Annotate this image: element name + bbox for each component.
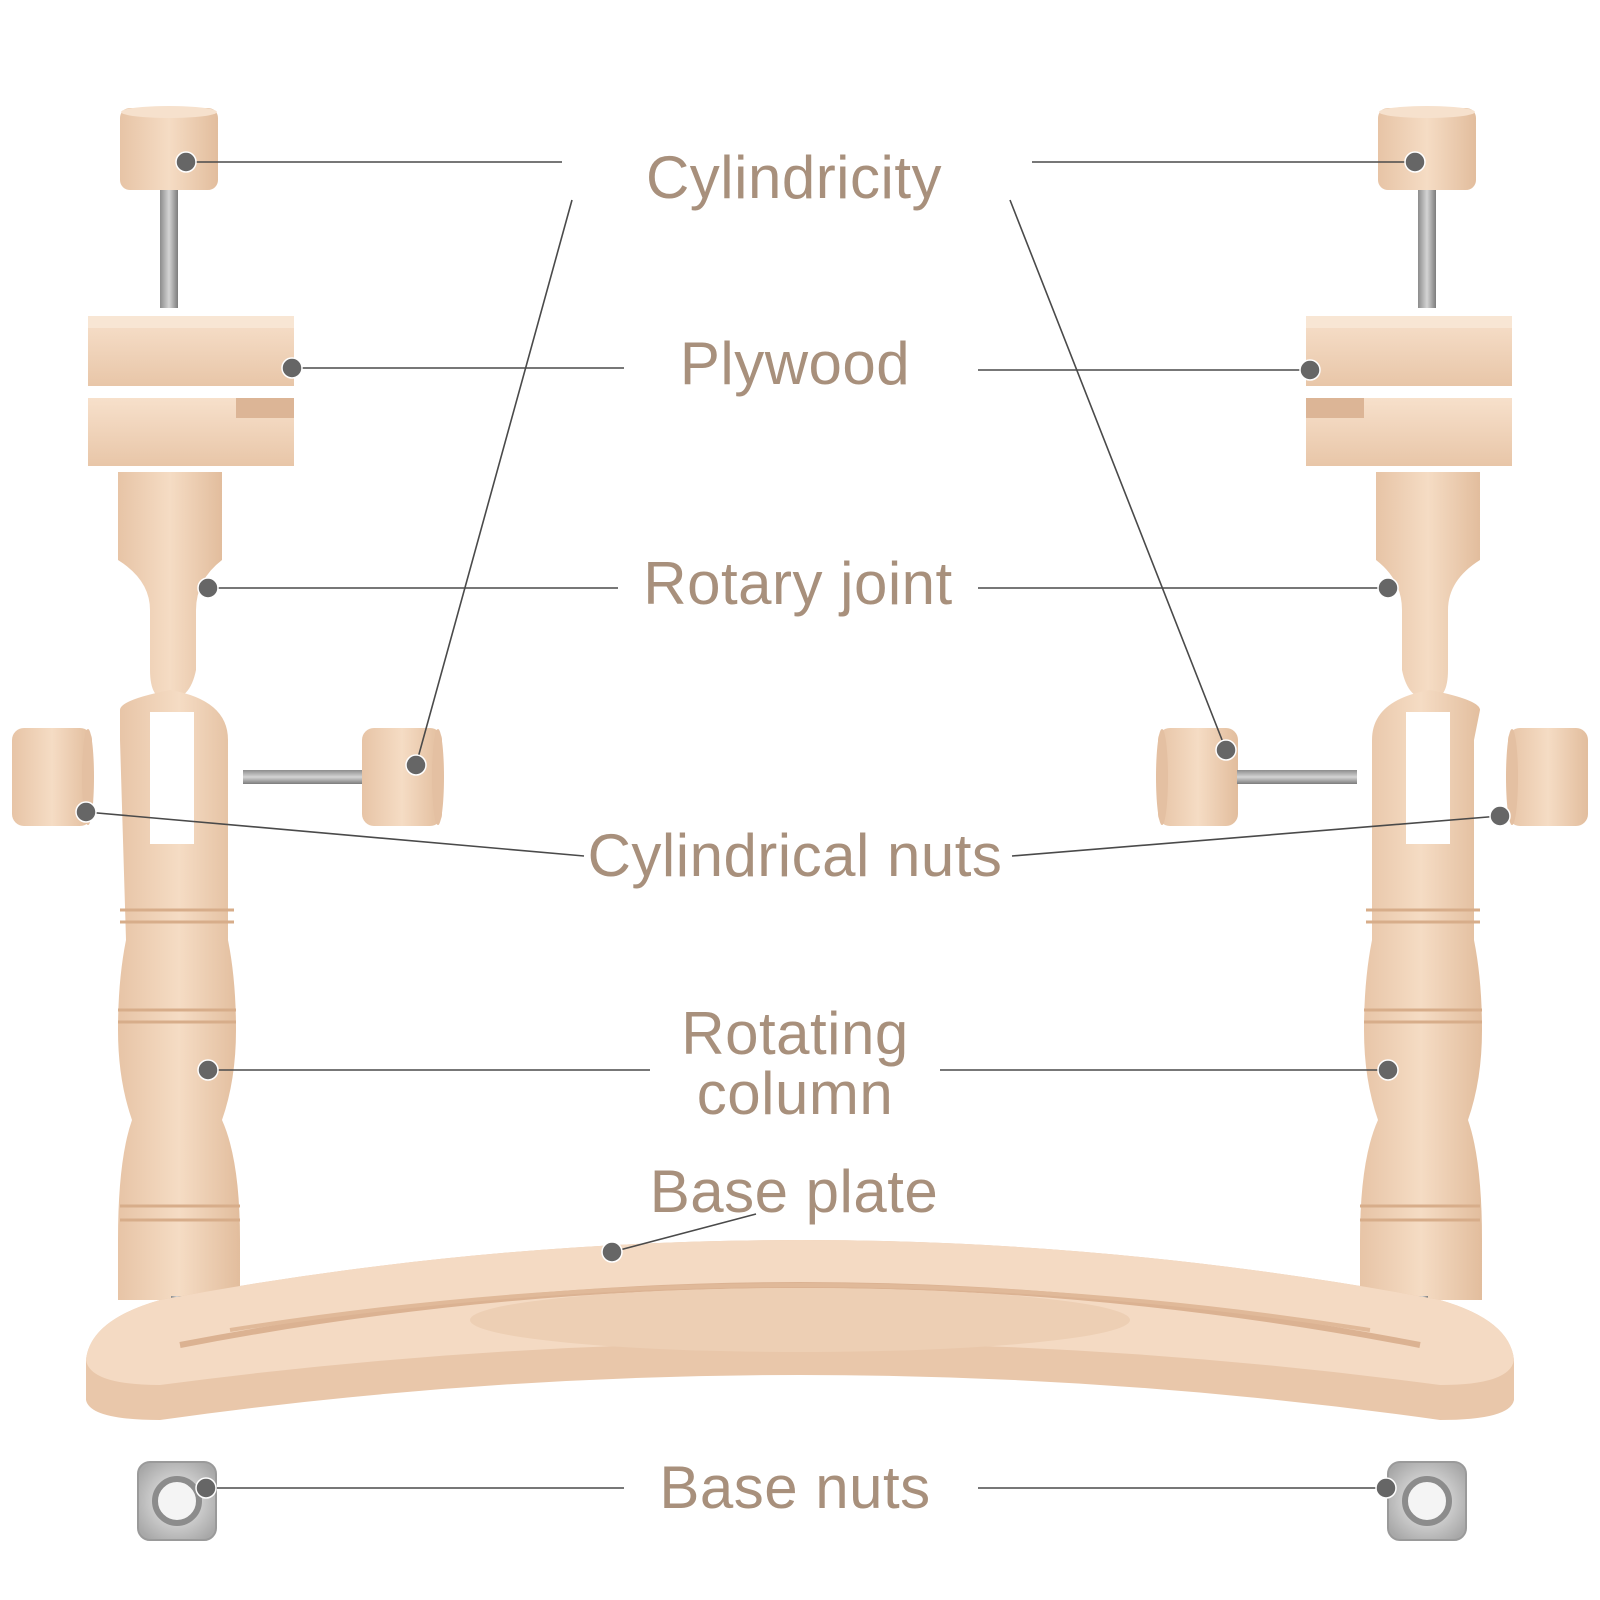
leader-lines: [85, 161, 1501, 1489]
threaded-rod-top-right: [1418, 190, 1436, 308]
label-plywood: Plywood: [679, 330, 911, 397]
label-base-nuts: Base nuts: [659, 1454, 931, 1521]
label-rotary-joint: Rotary joint: [643, 550, 953, 617]
plywood-clamp-left: [88, 316, 294, 466]
leader-cylindrical-nuts-right: [1011, 815, 1501, 857]
marker-cylindricity-side-right: [1215, 739, 1237, 761]
marker-rotating-column-right: [1377, 1059, 1399, 1081]
marker-rotating-column-left: [197, 1059, 219, 1081]
column-slot-right: [1406, 712, 1450, 844]
marker-rotary-joint-left: [197, 577, 219, 599]
marker-plywood-left: [281, 357, 303, 379]
threaded-rod-top-left: [160, 190, 178, 308]
base-nut-left: [137, 1461, 217, 1541]
marker-cylindrical-nuts-right: [1489, 805, 1511, 827]
cylindricity-knob-top-right: [1378, 106, 1476, 190]
marker-plywood-right: [1299, 359, 1321, 381]
plywood-clamp-right: [1306, 316, 1512, 466]
cylindrical-nut-outer-left: [12, 728, 94, 826]
label-rotating-column-line1: Rotating: [681, 1000, 909, 1067]
rotating-column-right: [1360, 690, 1482, 1300]
column-slot-left: [150, 712, 194, 844]
cylindrical-nut-inner-left: [362, 728, 444, 826]
base-plate: [86, 1240, 1514, 1420]
marker-cylindricity-top-left: [175, 151, 197, 173]
threaded-rod-side-right: [1237, 770, 1357, 784]
column-rings-right: [1360, 908, 1482, 1222]
leader-cylindricity-side-right: [1009, 199, 1227, 751]
marker-base-nuts-right: [1375, 1477, 1397, 1499]
leader-cylindrical-nuts-left: [85, 811, 585, 857]
rotary-joint-left: [118, 472, 222, 700]
threaded-rod-side-left: [243, 770, 363, 784]
cylindricity-knob-top-left: [120, 106, 218, 190]
rotary-joint-right: [1376, 472, 1480, 700]
cylindrical-nut-outer-right: [1506, 728, 1588, 826]
label-cylindrical-nuts: Cylindrical nuts: [587, 822, 1003, 889]
leader-cylindricity-side-left: [415, 199, 573, 766]
base-nut-right: [1387, 1461, 1467, 1541]
leader-base-plate: [611, 1213, 757, 1253]
marker-dots: [75, 151, 1511, 1499]
marker-cylindricity-top-right: [1404, 151, 1426, 173]
label-cylindricity: Cylindricity: [645, 144, 943, 211]
marker-base-nuts-left: [195, 1477, 217, 1499]
label-rotating-column-line2: column: [696, 1060, 894, 1127]
rotating-column-left: [118, 690, 240, 1300]
column-rings-left: [118, 908, 240, 1222]
marker-cylindrical-nuts-left: [75, 801, 97, 823]
label-base-plate: Base plate: [649, 1158, 939, 1225]
marker-rotary-joint-right: [1377, 577, 1399, 599]
marker-base-plate: [601, 1241, 623, 1263]
marker-cylindricity-side-left: [405, 754, 427, 776]
